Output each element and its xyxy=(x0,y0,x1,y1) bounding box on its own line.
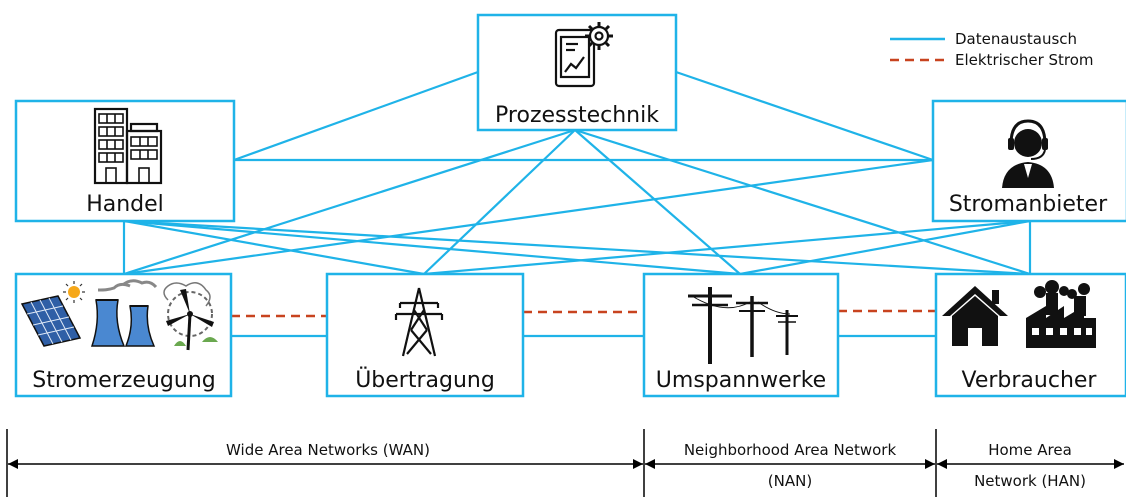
link-handel-uebertragung xyxy=(123,219,425,276)
han-label-line2: Network (HAN) xyxy=(974,472,1086,490)
nan-label-line1: Neighborhood Area Network xyxy=(684,441,897,459)
node-prozesstechnik-label: Prozesstechnik xyxy=(495,103,659,128)
factory-icon xyxy=(1026,280,1096,348)
wan-label: Wide Area Networks (WAN) xyxy=(226,441,430,459)
node-stromerzeugung-label: Stromerzeugung xyxy=(32,368,215,393)
node-verbraucher: Verbraucher xyxy=(934,272,1126,398)
han-range-arrow xyxy=(937,459,1124,469)
node-prozesstechnik: Prozesstechnik xyxy=(476,13,678,132)
link-stromanbieter-stromerzeugung xyxy=(123,158,934,276)
node-stromerzeugung: Stromerzeugung xyxy=(14,272,233,398)
link-handel-verbraucher xyxy=(123,219,1031,276)
solar-panel-icon xyxy=(20,295,82,347)
node-uebertragung-label: Übertragung xyxy=(355,367,495,393)
link-prozess-umspannwerke xyxy=(574,129,741,275)
link-handel-umspannwerke xyxy=(123,219,741,276)
link-prozess-stromerzeugung xyxy=(123,128,576,276)
link-stromanbieter-umspannwerke xyxy=(739,219,1031,276)
house-factory-icon xyxy=(942,280,1096,348)
network-ranges: Wide Area Networks (WAN) Neighborhood Ar… xyxy=(6,429,1124,497)
link-prozess-handel xyxy=(233,70,479,162)
node-handel: Handel xyxy=(14,99,236,223)
data-links xyxy=(122,70,1032,338)
node-uebertragung-box xyxy=(325,272,525,398)
tablet-gear-icon xyxy=(554,22,613,88)
building-icon xyxy=(93,107,163,185)
node-umspannwerke-box xyxy=(642,272,840,398)
nan-label-line2: (NAN) xyxy=(768,472,812,490)
node-umspannwerke-label: Umspannwerke xyxy=(656,368,826,393)
node-handel-label: Handel xyxy=(86,192,164,217)
headset-operator-icon xyxy=(1002,119,1054,188)
legend-power-label: Elektrischer Strom xyxy=(955,51,1094,69)
nan-range-arrow xyxy=(645,459,935,469)
wan-range-arrow xyxy=(8,459,643,469)
cooling-tower-icon xyxy=(90,279,158,347)
node-stromanbieter: Stromanbieter xyxy=(931,99,1126,223)
link-prozess-verbraucher xyxy=(574,128,1031,276)
house-icon xyxy=(942,286,1008,346)
wind-turbine-icon xyxy=(163,282,218,351)
transmission-tower-icon xyxy=(394,287,444,357)
han-label-line1: Home Area xyxy=(988,441,1072,459)
power-generation-icon xyxy=(20,279,218,351)
node-stromanbieter-label: Stromanbieter xyxy=(949,192,1108,217)
link-prozess-stromanbieter xyxy=(675,70,934,162)
sun-icon xyxy=(63,281,85,303)
legend: Datenaustausch Elektrischer Strom xyxy=(890,30,1094,69)
utility-poles-icon xyxy=(688,287,798,364)
legend-data-label: Datenaustausch xyxy=(955,30,1077,48)
node-verbraucher-label: Verbraucher xyxy=(962,368,1098,393)
node-umspannwerke: Umspannwerke xyxy=(642,272,840,398)
node-handel-box xyxy=(14,99,236,223)
power-links xyxy=(231,309,936,318)
node-uebertragung: Übertragung xyxy=(325,272,525,398)
link-stromanbieter-uebertragung xyxy=(423,219,1031,276)
